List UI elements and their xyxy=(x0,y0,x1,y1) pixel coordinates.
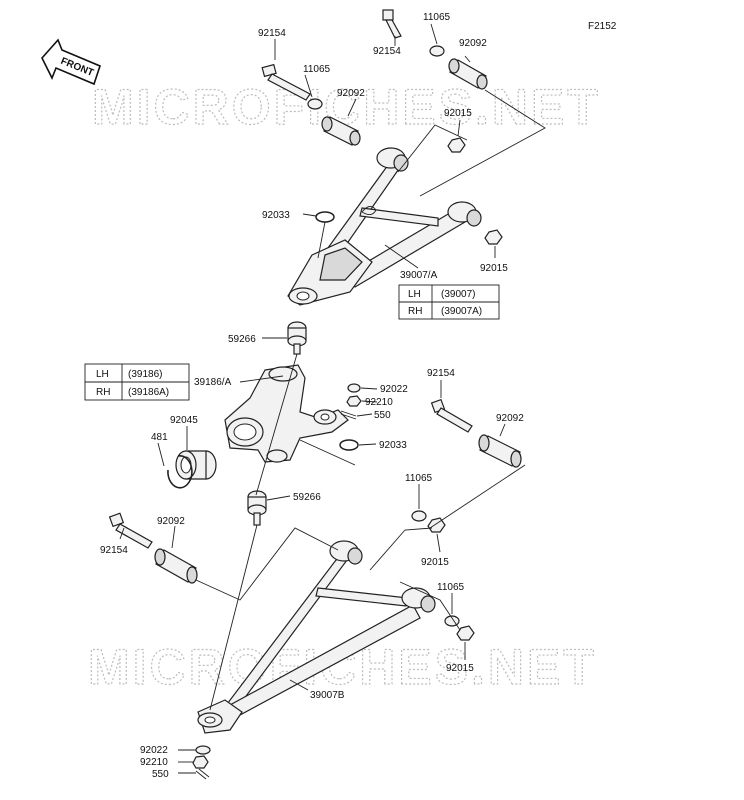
label-pin-knuckle: 550 xyxy=(374,410,391,421)
table-knuckle-row1-side: LH xyxy=(96,369,109,380)
label-nut-lower-b: 92015 xyxy=(446,663,474,674)
ring-upper xyxy=(315,211,335,223)
table-upper-arm: LH (39007) RH (39007A) xyxy=(398,284,500,320)
label-bolt-lower-right: 92154 xyxy=(427,368,455,379)
label-nut-upper-b: 92015 xyxy=(480,263,508,274)
bolt-upper-right xyxy=(382,9,402,39)
label-washer-lower-b: 11065 xyxy=(437,582,465,593)
table-knuckle: LH (39186) RH (39186A) xyxy=(84,363,190,401)
table-upper-row1-side: LH xyxy=(408,289,421,300)
label-bolt-upper-right: 92154 xyxy=(373,46,401,57)
front-arrow-icon: FRONT xyxy=(41,38,101,86)
washer-bottom xyxy=(195,745,211,755)
label-ring-upper: 92033 xyxy=(262,210,290,221)
label-washer-lower-a: 11065 xyxy=(405,473,433,484)
pin-knuckle xyxy=(340,410,357,420)
figure-code: F2152 xyxy=(588,21,617,32)
bolt-lower-right xyxy=(430,398,473,433)
bolt-upper-left xyxy=(261,63,311,101)
label-ring-knuckle: 92033 xyxy=(379,440,407,451)
label-upper-arm: 39007/A xyxy=(400,270,438,281)
label-bearing: 92045 xyxy=(170,415,198,426)
label-washer-upper-right: 11065 xyxy=(423,12,451,23)
label-bolt-lower-left: 92154 xyxy=(100,545,128,556)
nut-lower-a xyxy=(427,517,446,533)
nut-upper-a xyxy=(447,137,466,153)
pin-bottom xyxy=(195,768,210,780)
washer-upper-left xyxy=(307,98,323,110)
bushing-lower-left xyxy=(154,548,198,584)
label-balljoint-lower: 59266 xyxy=(293,492,321,503)
table-knuckle-row1-part: (39186) xyxy=(128,369,162,380)
ring-knuckle xyxy=(339,439,359,451)
label-bushing-upper-left: 92092 xyxy=(337,88,365,99)
label-knuckle: 39186/A xyxy=(194,377,232,388)
label-circlip: 481 xyxy=(151,432,168,443)
label-washer-bottom: 92022 xyxy=(140,745,168,756)
label-nut-bottom: 92210 xyxy=(140,757,168,768)
table-upper-row2-side: RH xyxy=(408,306,422,317)
label-washer-knuckle: 92022 xyxy=(380,384,408,395)
label-nut-lower-a: 92015 xyxy=(421,557,449,568)
leader-lines xyxy=(119,23,546,774)
label-pin-bottom: 550 xyxy=(152,769,169,780)
nut-bottom xyxy=(192,755,209,769)
label-nut-knuckle: 92210 xyxy=(365,397,393,408)
bolt-lower-left xyxy=(108,512,153,549)
nut-knuckle xyxy=(346,395,362,407)
upper-arm xyxy=(287,147,482,306)
lower-arm xyxy=(197,540,436,734)
label-nut-upper-a: 92015 xyxy=(444,108,472,119)
label-balljoint-upper: 59266 xyxy=(228,334,256,345)
balljoint-upper xyxy=(287,321,307,355)
table-knuckle-row2-part: (39186A) xyxy=(128,387,169,398)
nut-upper-b xyxy=(484,229,503,245)
label-washer-upper-left: 11065 xyxy=(303,64,331,75)
label-bushing-lower-left: 92092 xyxy=(157,516,185,527)
washer-knuckle xyxy=(347,383,361,393)
circlip xyxy=(167,455,193,489)
table-upper-row1-part: (39007) xyxy=(441,289,475,300)
table-knuckle-row2-side: RH xyxy=(96,387,110,398)
washer-lower-a xyxy=(411,510,427,522)
label-bushing-upper-right: 92092 xyxy=(459,38,487,49)
knuckle xyxy=(224,364,349,463)
nut-lower-b xyxy=(456,625,475,641)
balljoint-lower xyxy=(247,490,267,526)
table-upper-row2-part: (39007A) xyxy=(441,306,482,317)
washer-upper-right xyxy=(429,45,445,57)
label-lower-arm: 39007B xyxy=(310,690,345,701)
label-bushing-lower-right: 92092 xyxy=(496,413,524,424)
bushing-lower-right xyxy=(478,434,522,468)
bushing-upper-right xyxy=(448,58,488,90)
label-bolt-upper-left: 92154 xyxy=(258,28,286,39)
bushing-upper-left xyxy=(321,116,361,146)
